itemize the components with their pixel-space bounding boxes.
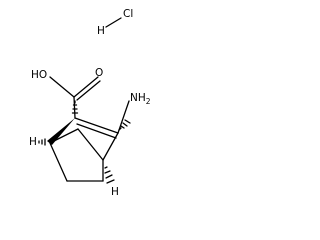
stereo-hash-wedge — [71, 100, 79, 114]
bicyclic-ring — [47, 100, 119, 182]
c-o-double-bond-1 — [73, 76, 99, 98]
amino-group: NH2 — [117, 92, 151, 134]
c-n-bond — [117, 100, 130, 134]
hash-to-h-right — [104, 166, 115, 184]
bridgehead-h-left-label: H — [29, 136, 37, 148]
bridge-bond-right — [77, 128, 104, 161]
c-oh-bond — [49, 76, 75, 98]
ring-double-bond-outer — [74, 117, 119, 134]
ring-double-bond-inner — [76, 123, 117, 139]
lower-bond-left — [49, 142, 68, 182]
bridgehead-h-right-label: H — [111, 186, 119, 198]
wedge-bond-left — [47, 118, 75, 145]
bridge-bond-left — [49, 128, 79, 144]
structure-drawing: H Cl HO O — [29, 8, 151, 198]
c-o-double-bond-2 — [76, 80, 101, 101]
amine-label: NH2 — [130, 92, 151, 106]
h-cl-bond — [105, 17, 122, 28]
hash-to-h-left — [38, 138, 46, 146]
carboxylic-acid-group: HO O — [31, 67, 103, 119]
hcl-h-label: H — [97, 25, 105, 37]
c-carboxyl-bond — [73, 96, 76, 119]
hydroxyl-label: HO — [31, 69, 47, 81]
carbonyl-o-label: O — [95, 67, 103, 79]
ring-bond-right — [102, 132, 119, 161]
hydrogen-chloride: H Cl — [97, 8, 133, 37]
bridgehead-hydrogens: H H — [29, 136, 119, 198]
hcl-cl-label: Cl — [123, 8, 133, 20]
